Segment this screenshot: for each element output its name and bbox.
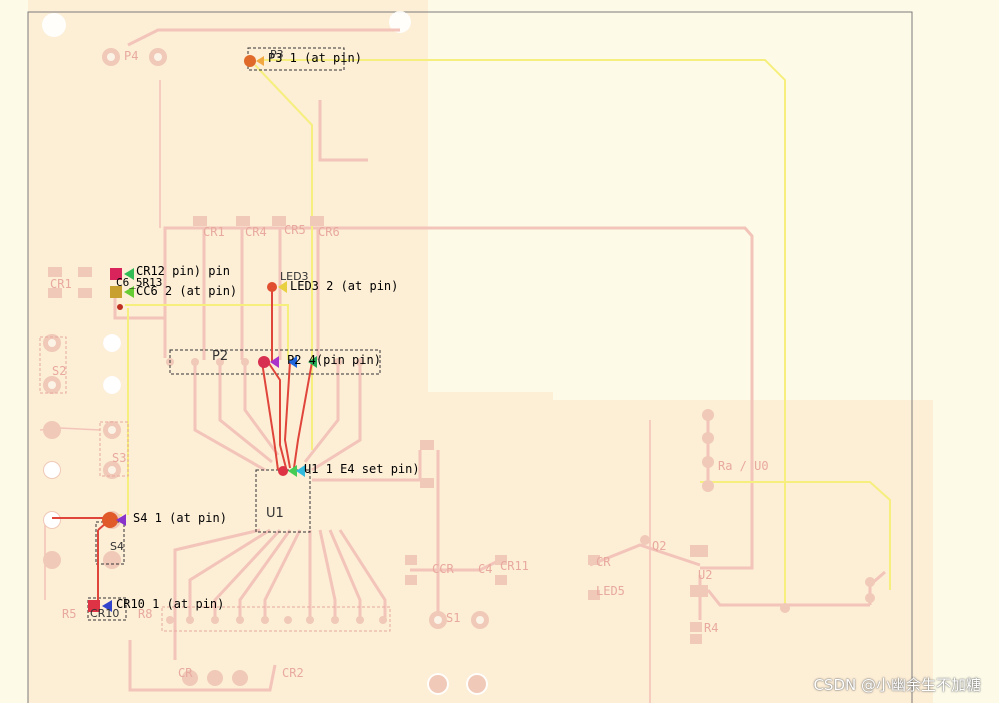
ref-p4: P4 (124, 49, 139, 63)
marker-cr[interactable] (110, 268, 122, 280)
ref-r5: R5 (62, 607, 77, 621)
ref-s2: S2 (52, 364, 67, 378)
mount-hole (42, 13, 66, 37)
marker-s4-arrow[interactable] (116, 514, 126, 526)
ref-r4: R4 (704, 621, 719, 635)
ref-c4: C4 (478, 562, 493, 576)
pad-holes (48, 53, 484, 624)
ref-cr10: CR10 (90, 607, 120, 620)
yellow-traces (112, 59, 891, 610)
marker-p2-b-arrow[interactable] (288, 356, 297, 368)
marker-cc6[interactable] (110, 286, 122, 298)
marker-p2-a-arrow[interactable] (270, 356, 279, 368)
marker-p3-arrow[interactable] (256, 56, 264, 66)
ref-led3: LED3 (280, 270, 309, 283)
ref-cr1: CR1 (203, 225, 225, 239)
marker-cr-arrow[interactable] (124, 268, 134, 280)
ref-s1: S1 (446, 611, 461, 625)
ref-s3: S3 (112, 451, 127, 465)
ref-cr6: CR6 (318, 225, 340, 239)
marker-p2-a[interactable] (258, 356, 270, 368)
via (117, 304, 123, 310)
marker-led3-arrow[interactable] (278, 281, 287, 293)
pin-label-cc6: CC6 2 (at pin) (136, 284, 238, 298)
pin-label-s4: S4 1 (at pin) (133, 511, 227, 525)
board-outline (27, 11, 913, 703)
ref-u2: U2 (698, 568, 713, 582)
watermark: CSDN @小幽余生不加糖 (813, 676, 981, 694)
ref-r8: R8 (138, 607, 153, 621)
ref-q2: Q2 (652, 539, 667, 553)
marker-u1-arrow-b[interactable] (296, 465, 305, 477)
marker-led3[interactable] (267, 282, 277, 292)
ref-cr1b: CR1 (50, 277, 72, 291)
ref-cr2: CR2 (282, 666, 304, 680)
marker-cc6-arrow[interactable] (124, 286, 134, 298)
red-traces (52, 288, 313, 606)
ref-p3: P3 (270, 48, 284, 61)
board-area-notch (428, 392, 553, 402)
ref-cr-right: CR (596, 555, 611, 569)
ref-ra: Ra / U0 (718, 459, 769, 473)
marker-u1[interactable] (278, 466, 288, 476)
mount-hole (389, 11, 411, 33)
ref-cr-low: CR (178, 666, 193, 680)
marker-u1-arrow-a[interactable] (288, 465, 297, 477)
pin-markers[interactable] (88, 55, 317, 612)
ref-p2: P2 (212, 349, 229, 364)
pink-traces (113, 28, 886, 692)
ref-cr11: CR11 (500, 559, 529, 573)
pin-label-led3: LED3 2 (at pin) (290, 279, 399, 293)
ref-cr5: CR5 (284, 223, 306, 237)
marker-cr10-arrow[interactable] (102, 600, 112, 612)
white-holes (44, 334, 121, 528)
pin-label-cr: CR12 pin) pin (136, 264, 230, 278)
pin-label-u1: U1 1 E4 set pin) (304, 462, 420, 476)
pin-label-p3: P3 1 (at pin) (268, 51, 362, 65)
pin-label-p2: P2 4(pin pin) (287, 353, 381, 367)
ref-cr4: CR4 (245, 225, 267, 239)
pin-label-cr-sub: C6_5R13 (116, 276, 163, 289)
pin-label-cr10: CR10 1 (at pin) (116, 597, 225, 611)
ref-ccr: CCR (432, 562, 454, 576)
marker-p2-c-arrow[interactable] (308, 356, 317, 368)
board-area-bottom (428, 400, 933, 703)
marker-cr10[interactable] (88, 600, 100, 612)
marker-s4[interactable] (102, 512, 118, 528)
marker-p3[interactable] (244, 55, 256, 67)
component-outlines (39, 47, 391, 632)
header-bottom-pins (166, 616, 387, 624)
ref-led5: LED5 (596, 584, 625, 598)
ref-s4: S4 (110, 540, 124, 553)
ref-u1: U1 (266, 506, 284, 521)
